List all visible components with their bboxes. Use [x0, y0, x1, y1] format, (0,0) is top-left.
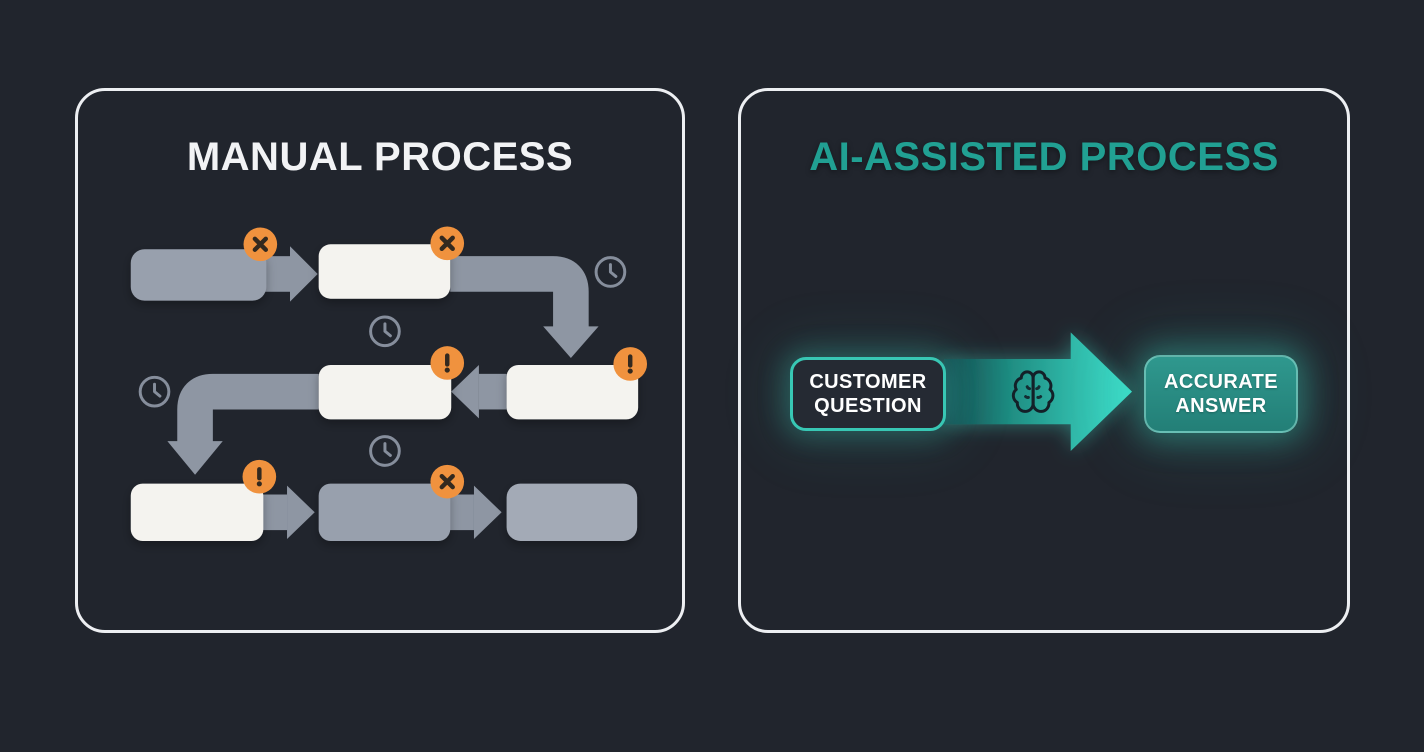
brain-icon	[1011, 370, 1055, 413]
customer-question-line-1: CUSTOMER	[809, 370, 927, 393]
big-arrow-right-icon	[944, 332, 1133, 451]
flow-step-1	[130, 249, 267, 301]
manual-process-panel: MANUAL PROCESS	[75, 88, 685, 633]
ai-process-title: AI-ASSISTED PROCESS	[809, 135, 1279, 179]
flow-step-3	[318, 364, 452, 420]
warning-exclamation-badge-icon	[430, 346, 465, 380]
arrow-left-icon	[451, 364, 507, 419]
clock-icon	[594, 256, 627, 288]
warning-exclamation-badge-icon	[613, 347, 648, 381]
delay-clocks	[138, 256, 627, 467]
arrow-right-icon	[447, 485, 502, 540]
arrow-elbow-down-icon	[450, 256, 599, 359]
flow-steps	[130, 244, 639, 541]
flow-step-2	[318, 244, 451, 299]
clock-icon	[369, 315, 401, 348]
arrow-right-icon	[260, 485, 315, 540]
accurate-answer-box: ACCURATE ANSWER	[1144, 355, 1298, 433]
arrow-elbow-down-icon	[167, 373, 319, 475]
status-badges	[242, 226, 648, 499]
ai-process-panel: AI-ASSISTED PROCESS	[738, 88, 1350, 633]
manual-process-title: MANUAL PROCESS	[186, 135, 574, 179]
flow-step-4	[506, 364, 639, 420]
customer-question-box: CUSTOMER QUESTION	[790, 357, 946, 431]
error-x-badge-icon	[243, 227, 278, 262]
ai-flow-arrow	[944, 332, 1133, 451]
clock-icon	[369, 435, 401, 467]
warning-exclamation-badge-icon	[242, 459, 277, 494]
error-x-badge-icon	[430, 226, 465, 261]
accurate-answer-line-2: ANSWER	[1175, 395, 1267, 417]
flow-arrows	[167, 246, 599, 540]
manual-process-flowchart	[130, 226, 648, 541]
flow-step-6	[318, 483, 451, 541]
accurate-answer-line-1: ACCURATE	[1164, 370, 1278, 393]
error-x-badge-icon	[430, 464, 465, 499]
customer-question-line-2: QUESTION	[814, 395, 922, 417]
flow-step-5	[130, 483, 264, 541]
clock-icon	[138, 375, 171, 408]
flow-step-7	[506, 483, 638, 541]
arrow-right-icon	[262, 246, 318, 302]
